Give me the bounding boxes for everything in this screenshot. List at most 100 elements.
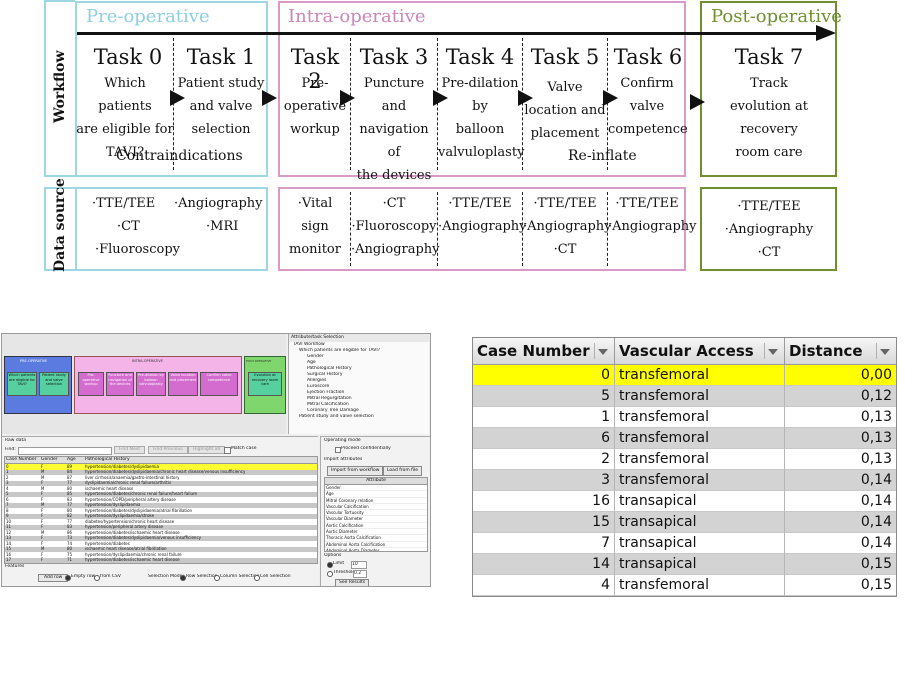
attribute-list-item[interactable]: Vascular Calcification bbox=[325, 504, 427, 511]
tree-item[interactable]: Coronary Tree Damage bbox=[307, 408, 359, 413]
tree-item[interactable]: Ejection Fraction bbox=[307, 390, 345, 395]
mini-task-5[interactable]: Valve location and placement bbox=[168, 372, 198, 396]
table-cell: 4 bbox=[473, 575, 615, 596]
proceed-label: Proceed confidentially bbox=[341, 446, 391, 451]
proceed-checkbox[interactable] bbox=[335, 447, 341, 453]
mini-task-4[interactable]: Pre-dilation by balloon valvuloplasty bbox=[136, 372, 166, 396]
mini-task-6[interactable]: Confirm valve competence bbox=[200, 372, 238, 396]
tree-item[interactable]: Which patients are eligible for TAVI? bbox=[299, 348, 381, 353]
raw-table-cell: 77 bbox=[67, 502, 73, 507]
cell-selection-radio[interactable] bbox=[254, 575, 260, 581]
raw-table-cell: liver cirrhosis/anaemia/gastro-intestina… bbox=[85, 474, 180, 480]
load-from-file-button[interactable]: Load from file bbox=[383, 466, 422, 476]
col-header[interactable]: Pathological History bbox=[85, 457, 130, 462]
col-header[interactable]: Gender bbox=[41, 457, 58, 462]
row-selection-radio[interactable] bbox=[180, 575, 186, 581]
mini-task-1[interactable]: Patient study and valve selection bbox=[39, 372, 69, 396]
tree-item[interactable]: Mitral Regurgitation bbox=[307, 396, 352, 401]
mini-task-3[interactable]: Puncture and navigation of the devices bbox=[106, 372, 134, 396]
see-results-button[interactable]: See Results bbox=[335, 579, 370, 586]
sort-dropdown-icon[interactable] bbox=[764, 343, 781, 359]
tree-item[interactable]: Patient study and valve selection bbox=[299, 414, 374, 419]
sort-dropdown-icon[interactable] bbox=[876, 343, 893, 359]
from-csv-radio[interactable] bbox=[94, 575, 100, 581]
highlight-all-button[interactable]: Highlight all bbox=[188, 446, 226, 454]
tree-item[interactable]: Age bbox=[307, 360, 316, 365]
mini-task-7[interactable]: Evolution at recovery room care bbox=[248, 372, 282, 396]
limit-radio[interactable] bbox=[327, 562, 333, 568]
column-selection-radio[interactable] bbox=[214, 575, 220, 581]
col-header[interactable]: Case Number bbox=[6, 457, 37, 462]
case-number-header[interactable]: Case Number bbox=[473, 338, 615, 365]
limit-input[interactable]: 10 bbox=[351, 561, 367, 569]
mini-task-0[interactable]: Which patients are eligible for TAVI? bbox=[7, 372, 37, 396]
raw-table-cell: M bbox=[41, 502, 45, 507]
raw-table-cell: F bbox=[41, 551, 44, 557]
table-cell: transapical bbox=[615, 533, 785, 554]
raw-table-cell: 83 bbox=[67, 496, 73, 502]
sort-dropdown-icon[interactable] bbox=[594, 343, 611, 359]
attribute-list-item[interactable]: Aortic Diameter bbox=[325, 529, 427, 536]
attribute-list-item[interactable]: Vascular Diameter bbox=[325, 516, 427, 523]
distance-header[interactable]: Distance bbox=[785, 338, 896, 365]
tree-item[interactable]: Euroscore bbox=[307, 384, 330, 389]
import-from-workflow-button[interactable]: Import from workflow bbox=[327, 466, 384, 476]
raw-table-cell: hypertension/diabetes/dyslipidaemia/atri… bbox=[85, 507, 193, 513]
attribute-list-item[interactable]: Thoracic Aorta Calcification bbox=[325, 535, 427, 542]
tree-item[interactable]: TAVI Workflow bbox=[293, 342, 325, 347]
vascular-access-header[interactable]: Vascular Access bbox=[615, 338, 785, 365]
add-row-button[interactable]: Add row bbox=[38, 574, 69, 582]
find-input[interactable] bbox=[18, 447, 112, 455]
find-previous-button[interactable]: Find Previous bbox=[148, 446, 188, 454]
attribute-list-item[interactable]: Vascular Tortuosity bbox=[325, 510, 427, 517]
tree-item[interactable]: Mitral Calcification bbox=[307, 402, 349, 407]
empty-row-radio[interactable] bbox=[65, 575, 71, 581]
attribute-list-item[interactable]: Aortic Calcification bbox=[325, 523, 427, 530]
threshold-input[interactable]: 0.2 bbox=[353, 570, 367, 578]
attribute-list-item[interactable]: Mitral Coronary relation bbox=[325, 498, 427, 504]
attribute-list-item[interactable]: Abdominal Aorta Diameter bbox=[325, 548, 427, 551]
find-next-button[interactable]: Find Next bbox=[114, 446, 146, 454]
mini-task-2[interactable]: Pre-operative workup bbox=[78, 372, 104, 396]
table-cell: 0,15 bbox=[785, 575, 896, 596]
tree-item[interactable]: Allergies bbox=[307, 378, 327, 383]
col-header[interactable]: Age bbox=[67, 457, 76, 462]
threshold-radio[interactable] bbox=[327, 571, 333, 577]
match-case-checkbox[interactable] bbox=[224, 447, 231, 454]
attribute-list-item[interactable]: Abdominal Aorta Calcification bbox=[325, 542, 427, 548]
tree-item[interactable]: Gender bbox=[307, 354, 324, 359]
attribute-list-item[interactable]: Age bbox=[325, 491, 427, 498]
attribute-list-item[interactable]: Gender bbox=[325, 485, 427, 492]
tree-item[interactable]: Pathological History bbox=[307, 366, 352, 371]
tree-item[interactable]: Surgical History bbox=[307, 372, 343, 377]
